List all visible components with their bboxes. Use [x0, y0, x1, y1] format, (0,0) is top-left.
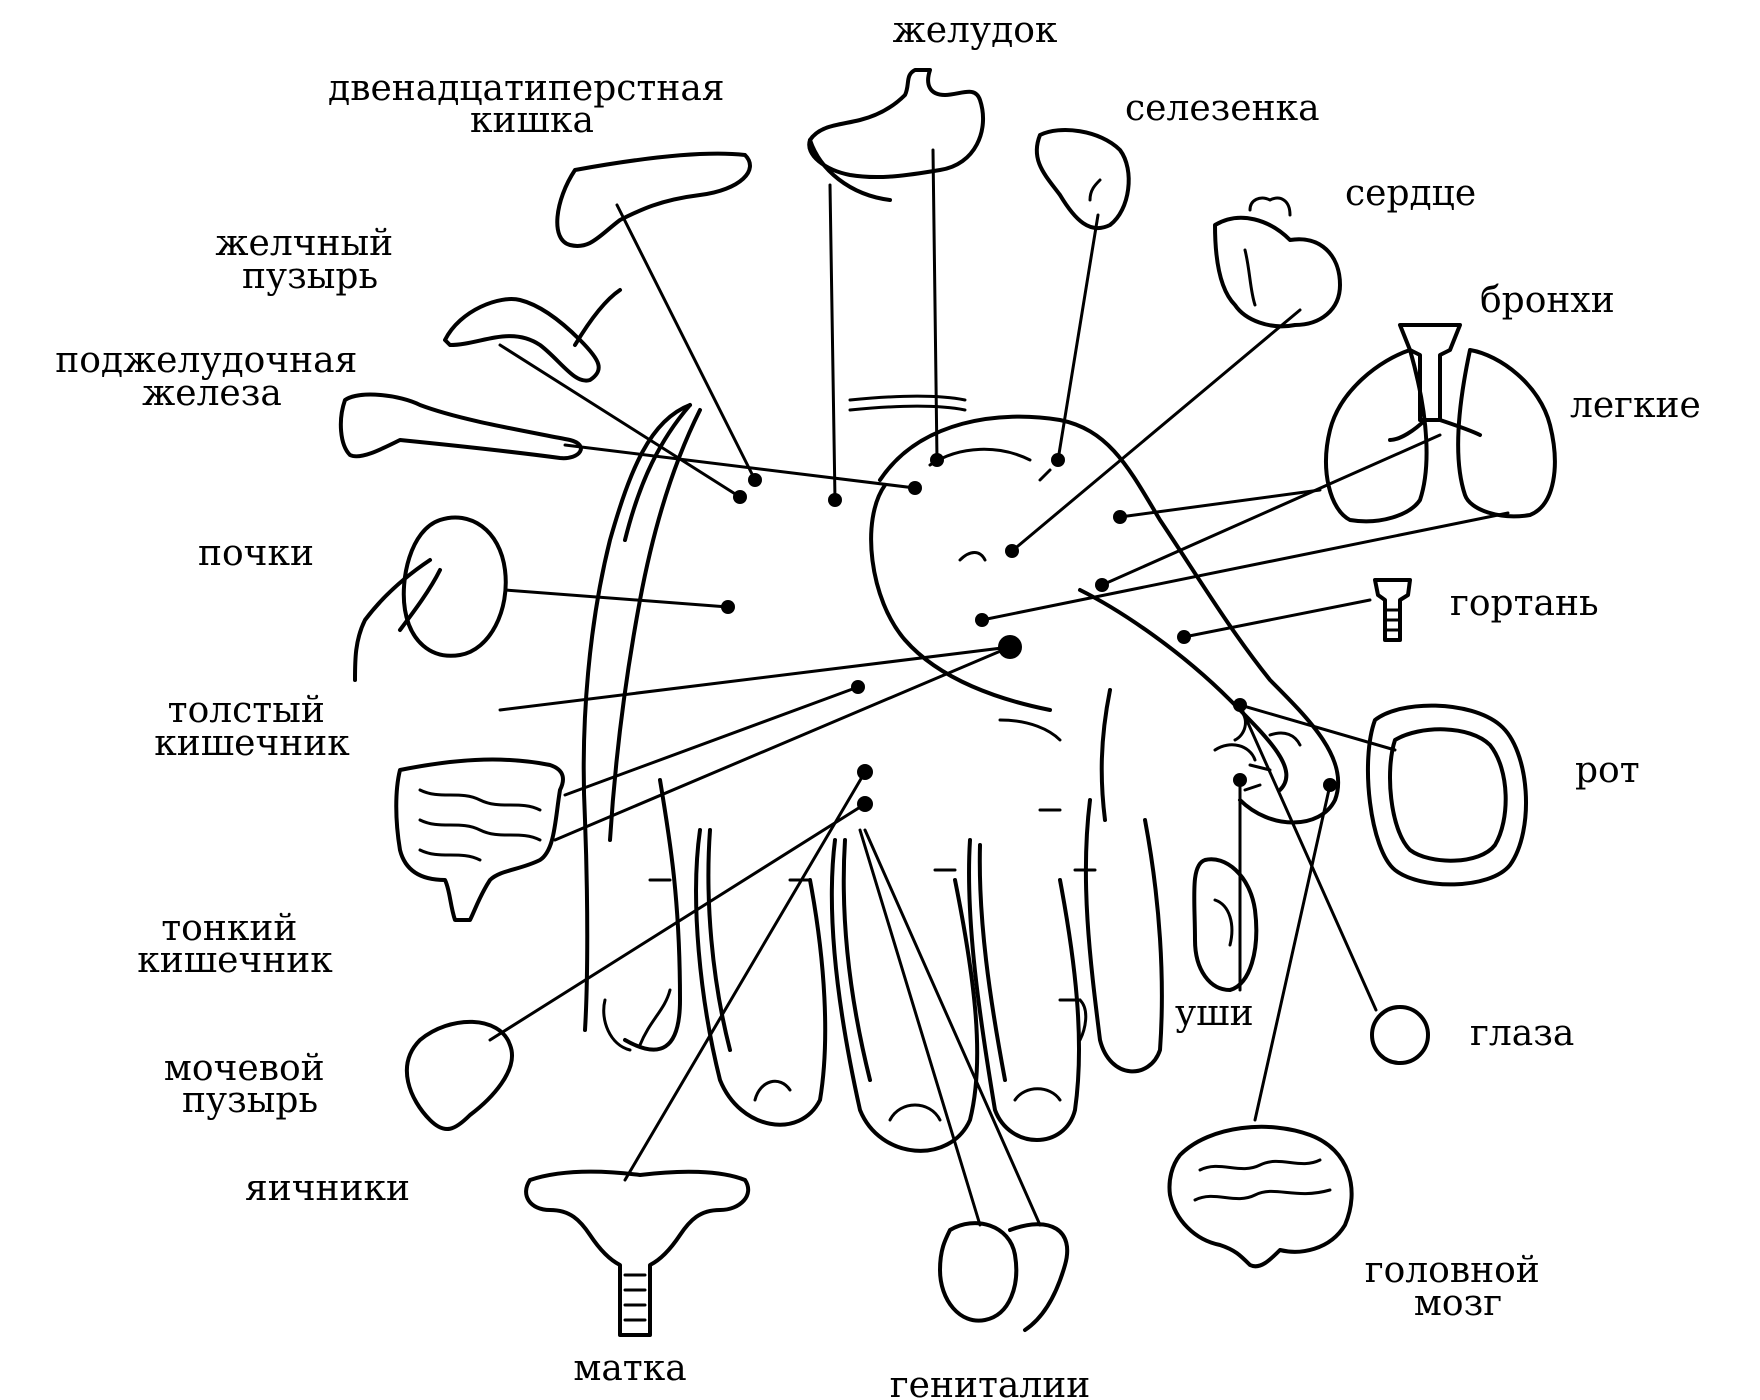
reflex-point — [733, 490, 747, 504]
label-mouth: рот — [1575, 750, 1640, 791]
label-stomach: желудок — [893, 10, 1058, 51]
reflex-point — [930, 453, 944, 467]
label-spleen: селезенка — [1125, 88, 1320, 129]
ears-drawing — [1194, 859, 1256, 990]
label-duodenum: двенадцатиперстная кишка — [328, 68, 736, 141]
label-kidneys: почки — [198, 533, 314, 574]
label-pancreas: поджелудочная железа — [55, 340, 369, 414]
reflex-point — [748, 473, 762, 487]
reflex-point — [1233, 698, 1247, 712]
heart-drawing — [1215, 218, 1340, 327]
label-uterus: матка — [573, 1348, 686, 1389]
reflex-point — [975, 613, 989, 627]
brain-drawing — [1169, 1127, 1351, 1267]
reflex-point — [1323, 778, 1337, 792]
spleen-drawing — [1037, 130, 1129, 228]
reflex-point — [828, 493, 842, 507]
reflex-point — [1051, 453, 1065, 467]
reflex-point — [857, 796, 873, 812]
label-ears: уши — [1175, 993, 1254, 1034]
label-larynx: гортань — [1450, 583, 1599, 624]
reflex-points — [721, 453, 1337, 812]
reflex-point — [1113, 510, 1127, 524]
label-brain: головной мозг — [1365, 1250, 1551, 1324]
uterus-drawing — [526, 1172, 748, 1335]
pancreas-drawing — [341, 395, 581, 459]
reflex-point — [908, 481, 922, 495]
label-large-intestine: толстый кишечник — [154, 690, 350, 764]
bronchi-drawing — [1400, 325, 1460, 420]
label-lungs: легкие — [1570, 385, 1701, 426]
duodenum-drawing — [557, 154, 750, 246]
label-genitals: гениталии — [890, 1365, 1090, 1400]
label-ovaries: яичники — [245, 1168, 410, 1209]
reflex-point — [998, 635, 1022, 659]
label-gallbladder: желчный пузырь — [215, 223, 404, 297]
reflex-point — [721, 600, 735, 614]
leader-lines — [490, 150, 1508, 1225]
reflex-point — [857, 764, 873, 780]
lungs-drawing — [1326, 350, 1426, 521]
organ-labels: желудок двенадцатиперстная кишка селезен… — [55, 10, 1701, 1400]
label-heart: сердце — [1345, 173, 1476, 214]
genitals-drawing — [940, 1223, 1016, 1321]
label-bronchi: бронхи — [1480, 280, 1615, 321]
gallbladder-drawing — [445, 299, 599, 381]
reflex-point — [1177, 630, 1191, 644]
reflex-point — [1095, 578, 1109, 592]
kidneys-drawing — [404, 517, 506, 655]
hand-outline — [584, 396, 1338, 1151]
reflex-point — [1005, 544, 1019, 558]
reflex-point — [851, 680, 865, 694]
eyes-drawing — [1372, 1007, 1428, 1063]
reflex-point — [1233, 773, 1247, 787]
bladder-drawing — [407, 1022, 512, 1129]
stomach-drawing — [809, 70, 983, 177]
label-bladder: мочевой пузырь — [164, 1048, 336, 1121]
label-small-intestine: тонкий кишечник — [137, 908, 333, 981]
label-eyes: глаза — [1470, 1013, 1574, 1054]
